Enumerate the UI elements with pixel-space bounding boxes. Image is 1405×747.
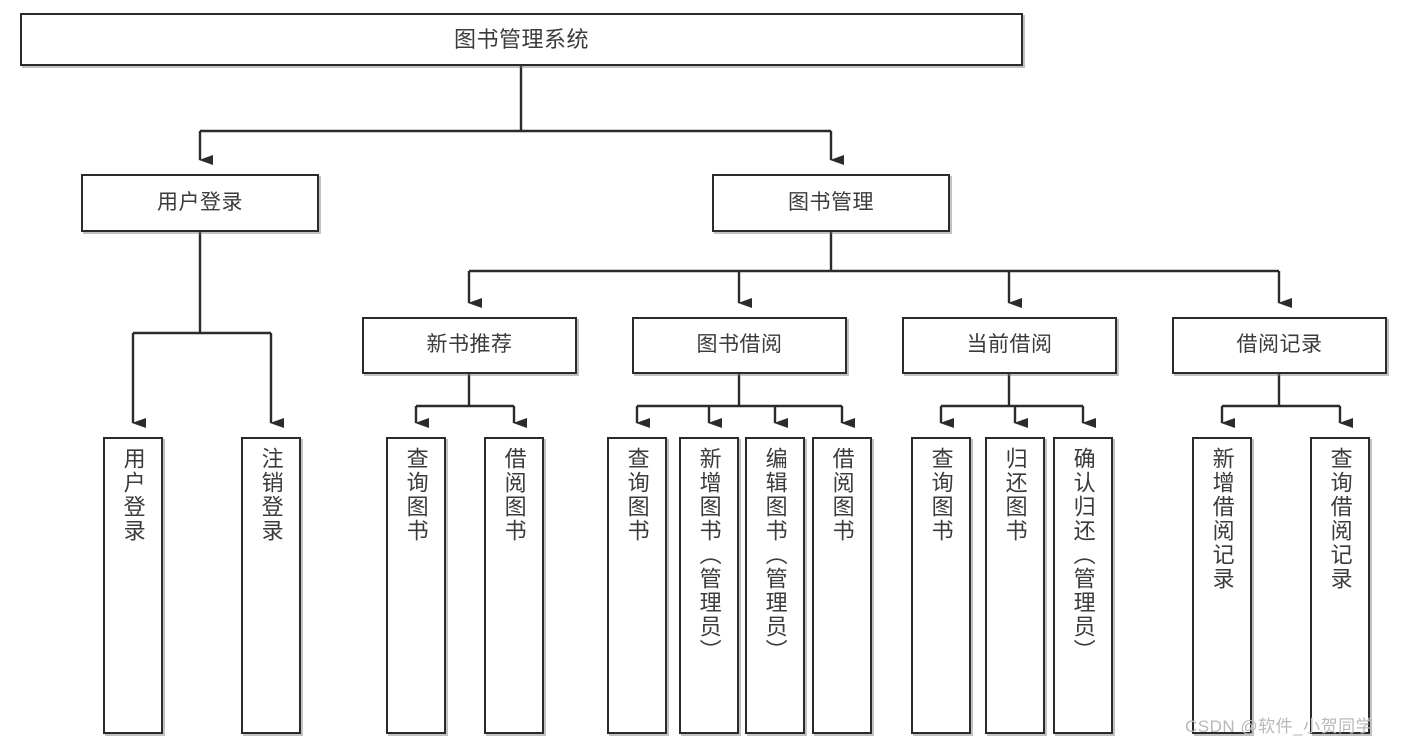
node-leaf-user-logout[interactable]: 注销登录	[241, 437, 301, 734]
node-borrow-record[interactable]: 借阅记录	[1172, 317, 1387, 374]
node-leaf-rec-query-book[interactable]: 查询图书	[386, 437, 446, 734]
node-leaf-rec-query-book-label: 查询图书	[403, 447, 429, 543]
node-leaf-rec-borrow-book-label: 借阅图书	[501, 447, 527, 543]
node-leaf-rec-query-record-label: 查询借阅记录	[1327, 447, 1353, 591]
node-root-label: 图书管理系统	[453, 26, 589, 52]
node-user-login[interactable]: 用户登录	[81, 174, 319, 232]
node-leaf-borrow-edit-book[interactable]: 编辑图书（管理员）	[745, 437, 805, 734]
node-user-login-label: 用户登录	[157, 190, 243, 214]
node-leaf-borrow-borrow-book[interactable]: 借阅图书	[812, 437, 872, 734]
node-leaf-rec-query-record[interactable]: 查询借阅记录	[1310, 437, 1370, 734]
node-leaf-borrow-query-book[interactable]: 查询图书	[607, 437, 667, 734]
node-leaf-cur-return-book-label: 归还图书	[1002, 447, 1028, 543]
node-root[interactable]: 图书管理系统	[20, 13, 1023, 66]
node-leaf-borrow-add-book-label: 新增图书（管理员）	[696, 447, 722, 663]
node-current-borrow-label: 当前借阅	[966, 333, 1053, 357]
node-leaf-borrow-edit-book-label: 编辑图书（管理员）	[762, 447, 788, 663]
node-leaf-borrow-borrow-book-label: 借阅图书	[829, 447, 855, 543]
node-new-book-rec[interactable]: 新书推荐	[362, 317, 577, 374]
node-leaf-user-logout-label: 注销登录	[258, 447, 284, 543]
node-leaf-borrow-add-book[interactable]: 新增图书（管理员）	[679, 437, 739, 734]
node-leaf-cur-confirm-return[interactable]: 确认归还（管理员）	[1053, 437, 1113, 734]
node-leaf-rec-borrow-book[interactable]: 借阅图书	[484, 437, 544, 734]
node-leaf-rec-add-record-label: 新增借阅记录	[1209, 447, 1235, 591]
node-leaf-rec-add-record[interactable]: 新增借阅记录	[1192, 437, 1252, 734]
node-leaf-cur-return-book[interactable]: 归还图书	[985, 437, 1045, 734]
node-leaf-cur-confirm-return-label: 确认归还（管理员）	[1070, 447, 1096, 663]
node-book-manage-label: 图书管理	[788, 190, 874, 214]
node-leaf-borrow-query-book-label: 查询图书	[624, 447, 650, 543]
node-leaf-cur-query-book[interactable]: 查询图书	[911, 437, 971, 734]
node-current-borrow[interactable]: 当前借阅	[902, 317, 1117, 374]
watermark-text: CSDN @软件_小贺同学	[1185, 717, 1374, 736]
node-book-borrow[interactable]: 图书借阅	[632, 317, 847, 374]
node-leaf-user-login-label: 用户登录	[120, 447, 146, 543]
node-new-book-rec-label: 新书推荐	[426, 333, 513, 357]
node-book-manage[interactable]: 图书管理	[712, 174, 950, 232]
node-leaf-user-login[interactable]: 用户登录	[103, 437, 163, 734]
node-borrow-record-label: 借阅记录	[1236, 333, 1323, 357]
node-leaf-cur-query-book-label: 查询图书	[928, 447, 954, 543]
node-book-borrow-label: 图书借阅	[696, 333, 783, 357]
